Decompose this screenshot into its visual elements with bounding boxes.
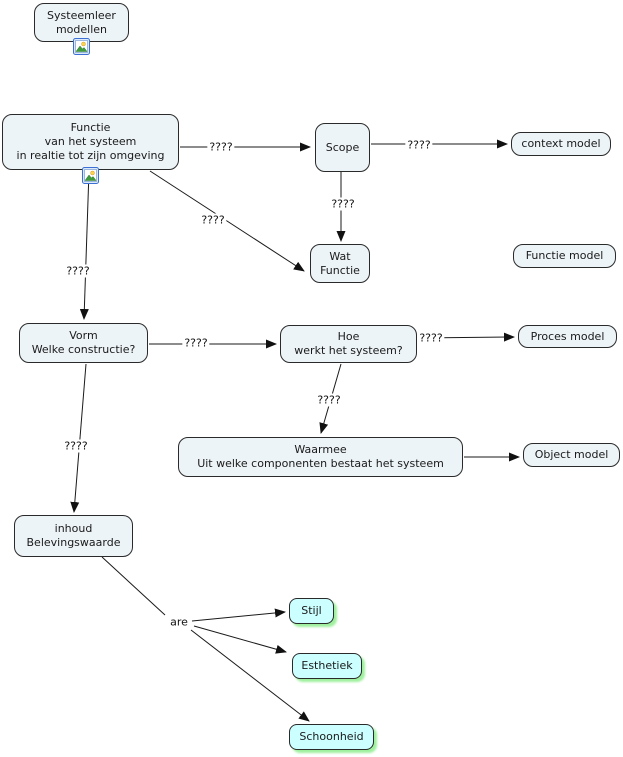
node-esthetiek[interactable]: Esthetiek [292,653,362,679]
node-systeemleer-modellen[interactable]: Systeemleer modellen [34,3,129,42]
node-functie-van-het-systeem[interactable]: Functie van het systeem in realtie tot z… [2,114,179,170]
node-hoe[interactable]: Hoe werkt het systeem? [280,325,417,363]
image-icon[interactable] [82,167,99,184]
node-context-model[interactable]: context model [511,132,611,156]
image-icon[interactable] [73,38,90,55]
node-scope-label: Scope [325,140,360,154]
connector-functie-wat [149,170,305,272]
node-waarmee[interactable]: Waarmee Uit welke componenten bestaat he… [178,437,463,477]
link-label-scope-context[interactable]: ???? [405,138,433,152]
connector-vorm-inhoud [70,363,87,513]
node-schoonheid[interactable]: Schoonheid [289,724,374,750]
node-inhoud-belevingswaarde[interactable]: inhoud Belevingswaarde [14,515,133,557]
node-schoonheid-label: Schoonheid [299,730,364,743]
node-stijl[interactable]: Stijl [289,598,334,624]
node-vorm-label: Vorm Welke constructie? [31,329,136,356]
node-hoe-label: Hoe werkt het systeem? [294,330,403,357]
link-label-hoe-proces[interactable]: ???? [417,331,445,345]
connector-inhoud-are [101,556,166,616]
node-context-model-label: context model [521,137,601,150]
node-proces-model-label: Proces model [530,329,605,343]
node-stijl-label: Stijl [301,604,322,617]
node-functie-van-het-systeem-label: Functie van het systeem in realtie tot z… [16,121,165,162]
connector-are-esthetiek [193,625,287,654]
link-label-functie-scope[interactable]: ???? [207,140,235,154]
node-vorm[interactable]: Vorm Welke constructie? [19,323,148,363]
node-wat-functie-label: Wat Functie [320,249,360,277]
link-label-scope-wat[interactable]: ???? [329,197,357,211]
node-esthetiek-label: Esthetiek [301,659,353,672]
connector-are-stijl [191,608,286,622]
link-label-hoe-waarmee[interactable]: ???? [315,393,343,407]
node-wat-functie[interactable]: Wat Functie [310,244,370,283]
node-object-model[interactable]: Object model [523,443,620,467]
connector-functie-vorm [79,170,90,320]
link-label-are[interactable]: are [168,615,190,629]
node-scope[interactable]: Scope [315,123,370,172]
connector-are-schoonheid [190,629,310,722]
node-functie-model-label: Functie model [525,249,604,262]
node-inhoud-belevingswaarde-label: inhoud Belevingswaarde [26,522,121,549]
node-systeemleer-modellen-label: Systeemleer modellen [47,8,116,36]
node-functie-model[interactable]: Functie model [513,244,616,268]
link-label-vorm-hoe[interactable]: ???? [182,336,210,350]
node-object-model-label: Object model [534,448,609,461]
link-label-functie-vorm[interactable]: ???? [64,264,92,278]
link-label-vorm-inhoud[interactable]: ???? [62,439,90,453]
node-waarmee-label: Waarmee Uit welke componenten bestaat he… [197,443,444,470]
link-label-functie-wat[interactable]: ???? [199,213,227,227]
node-proces-model[interactable]: Proces model [518,325,617,348]
